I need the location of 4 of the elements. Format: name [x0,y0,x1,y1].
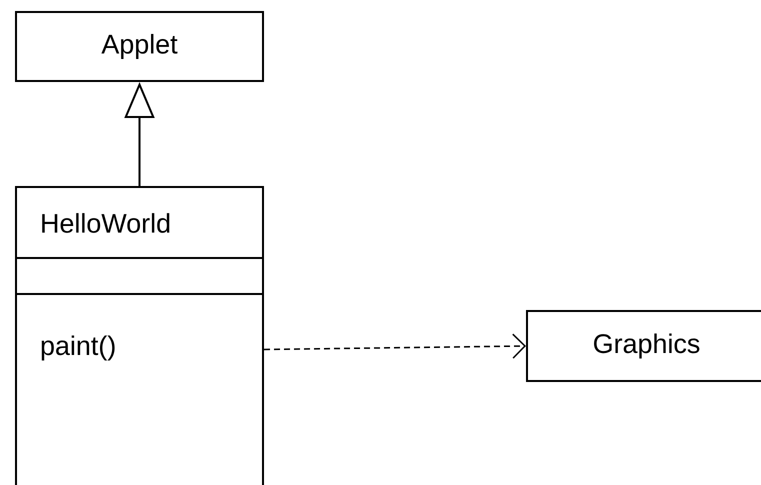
class-box: Applet [15,11,264,82]
class-box: Graphics [526,310,761,382]
arrow [264,334,526,359]
class-box: HelloWorld paint() [15,186,264,485]
